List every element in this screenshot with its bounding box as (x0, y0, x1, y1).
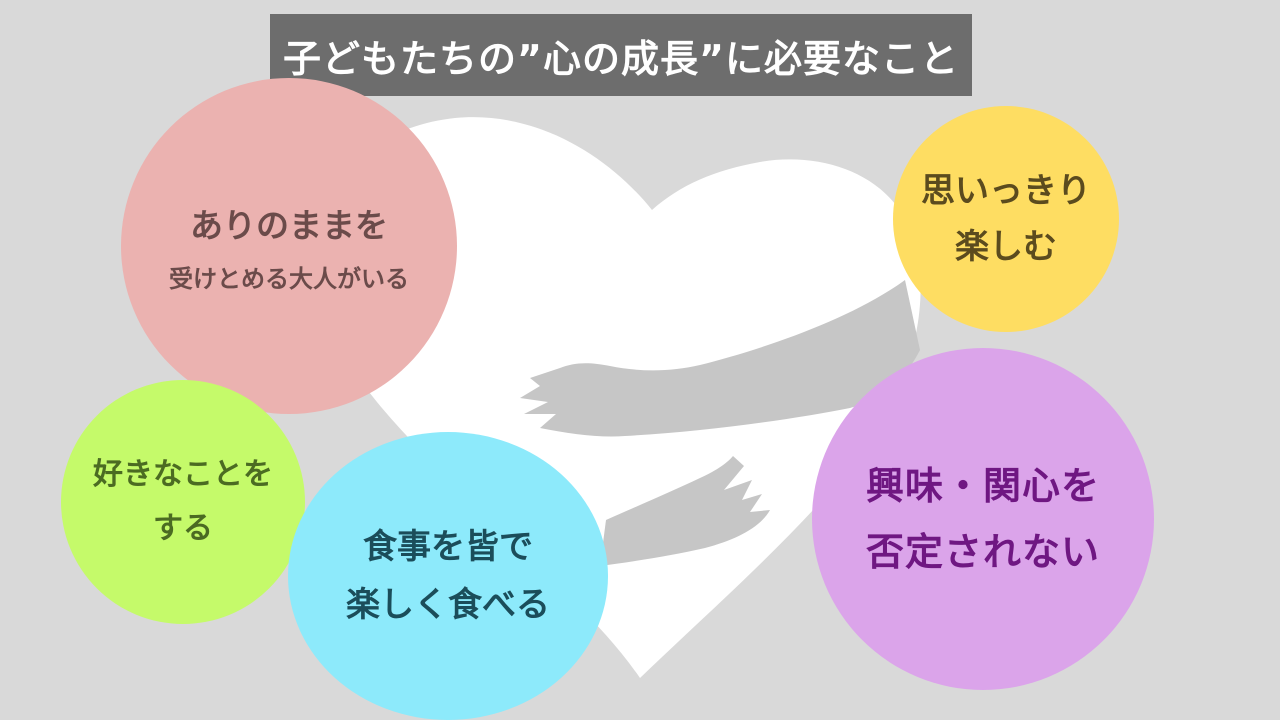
bubble-meals: 食事を皆で 楽しく食べる (288, 432, 608, 720)
bubble-enjoy: 思いっきり 楽しむ (893, 106, 1119, 332)
bubble-acceptance: ありのままを 受けとめる大人がいる (121, 78, 457, 414)
bubble-favorite: 好きなことを する (61, 380, 305, 624)
bubble-text-line1: 好きなことを (93, 457, 273, 492)
hugging-arm-upper (520, 280, 920, 437)
bubble-text-line2: 否定されない (865, 530, 1100, 574)
bubble-text-line2: 受けとめる大人がいる (169, 264, 409, 293)
bubble-text-line1: 思いっきり (921, 171, 1091, 211)
bubble-text-line2: する (153, 511, 213, 546)
bubble-text-line2: 楽しく食べる (346, 585, 550, 625)
hugging-arm-lower (600, 456, 770, 566)
page-title: 子どもたちの”心の成長”に必要なこと (283, 36, 959, 81)
bubble-interest: 興味・関心を 否定されない (812, 348, 1154, 690)
bubble-text-line1: 興味・関心を (865, 464, 1100, 508)
bubble-text-line1: 食事を皆で (363, 527, 533, 567)
bubble-text-line2: 楽しむ (955, 227, 1057, 267)
bubble-text-line1: ありのままを (190, 205, 388, 245)
title-banner: 子どもたちの”心の成長”に必要なこと (270, 14, 972, 96)
